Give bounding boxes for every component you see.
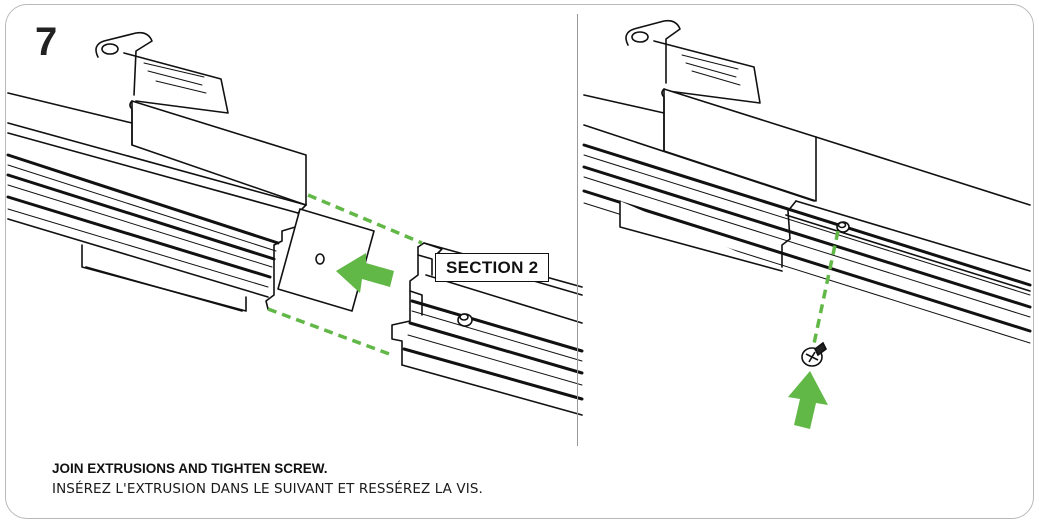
screw-icon bbox=[801, 341, 828, 367]
extrusion-section-2 bbox=[391, 242, 584, 416]
arrow-up-icon bbox=[788, 371, 828, 429]
instruction-panel bbox=[5, 4, 1034, 519]
extrusion-section-1 bbox=[6, 31, 307, 312]
assembly-illustration bbox=[6, 19, 1032, 429]
arrow-right-icon bbox=[336, 253, 394, 293]
joined-extrusions bbox=[582, 19, 1032, 344]
instruction-english: JOIN EXTRUSIONS AND TIGHTEN SCREW. bbox=[52, 461, 328, 476]
section-2-label: SECTION 2 bbox=[435, 253, 550, 282]
instruction-french: INSÉREZ L'EXTRUSION DANS LE SUIVANT ET R… bbox=[52, 481, 483, 497]
step-number: 7 bbox=[35, 20, 58, 64]
panel-divider bbox=[577, 14, 578, 446]
splice-plate bbox=[277, 208, 375, 312]
alignment-guides bbox=[267, 193, 840, 357]
